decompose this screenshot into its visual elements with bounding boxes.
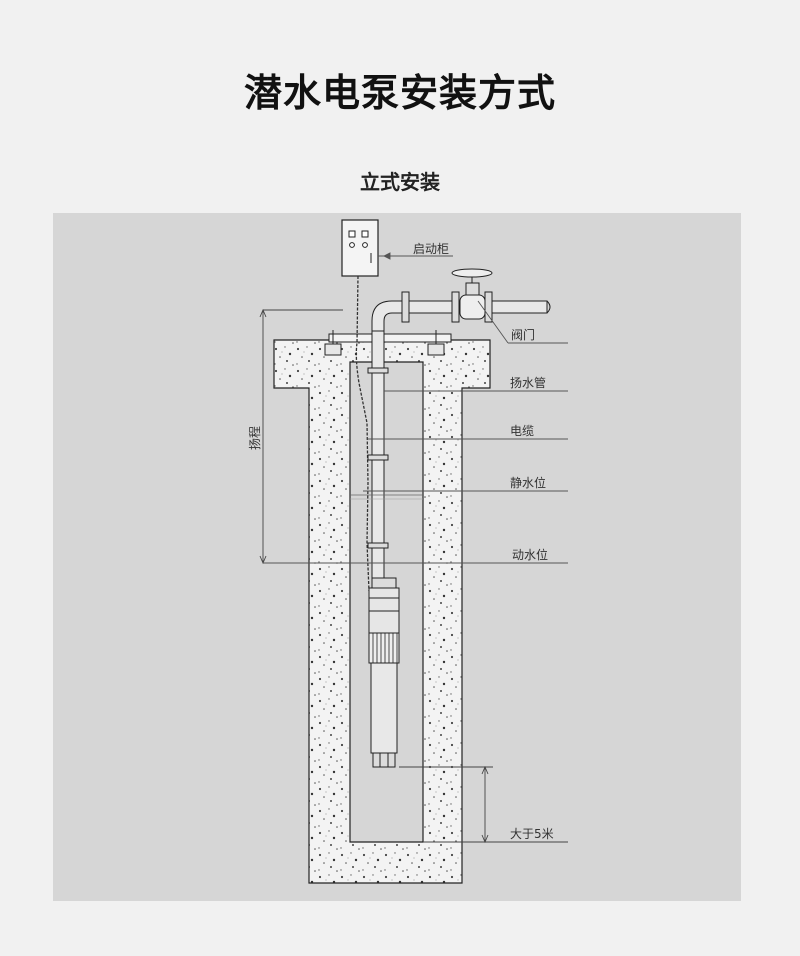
- page-subtitle: 立式安装: [360, 170, 440, 194]
- installation-diagram: 扬程 启动柜 阀门 扬水管 电缆 静水位 动水位 大于5米: [53, 213, 741, 901]
- label-control-box: 启动柜: [413, 242, 449, 256]
- pipe-flange-1: [401, 291, 410, 323]
- well-concrete: [273, 339, 491, 884]
- depth-dimension: [399, 765, 568, 844]
- power-cable: [355, 275, 370, 592]
- label-valve: 阀门: [511, 327, 535, 342]
- leader-lines: [263, 252, 568, 564]
- pipe-couplings: [367, 367, 389, 549]
- gate-valve: [451, 268, 493, 320]
- label-static-level: 静水位: [510, 475, 546, 490]
- top-slab: [328, 333, 452, 343]
- pipe-flange-2: [451, 291, 460, 323]
- label-depth: 大于5米: [510, 827, 554, 841]
- label-head: 扬程: [247, 426, 262, 450]
- discharge-elbow: [371, 300, 403, 332]
- label-cable: 电缆: [510, 424, 534, 438]
- page-title: 潜水电泵安装方式: [243, 71, 556, 115]
- diagram-svg: 扬程 启动柜 阀门 扬水管 电缆 静水位 动水位 大于5米: [247, 219, 568, 884]
- control-box: [341, 219, 379, 277]
- pipe-flange-3: [484, 291, 493, 323]
- label-dynamic-level: 动水位: [512, 547, 548, 562]
- mounting-bracket-left: [324, 330, 342, 356]
- label-riser-pipe: 扬水管: [510, 375, 546, 390]
- mounting-bracket-right: [427, 330, 445, 356]
- pump-unit: [368, 577, 400, 768]
